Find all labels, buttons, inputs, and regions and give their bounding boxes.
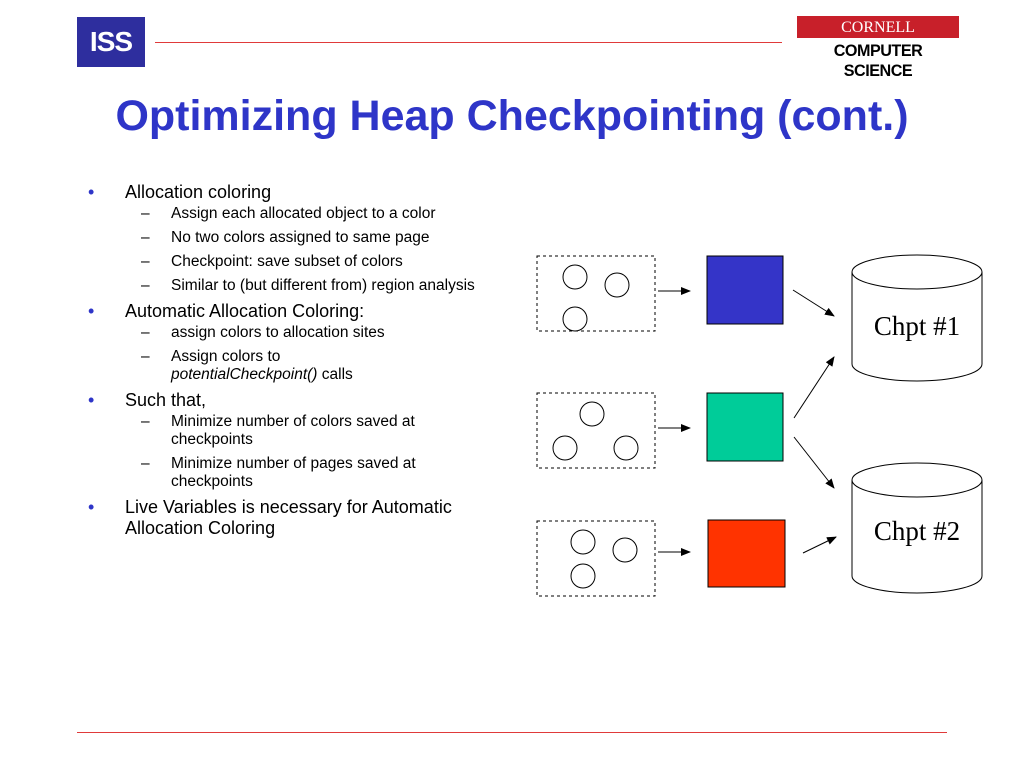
cornell-logo-line1: CORNELL UNIVERSITY [830,19,926,54]
sub-bullet-item: – assign colors to allocation sites [85,324,491,342]
object-circle [562,264,588,290]
arrow-page2-to-chpt1 [793,356,835,419]
arrow-page1-to-chpt1 [792,289,835,317]
slide-title: Optimizing Heap Checkpointing (cont.) [115,92,909,140]
dash-icon: – [141,253,150,270]
sub-bullet-text: Assign each allocated object to a color [171,205,436,222]
sub-bullet-text-italic: potentialCheckpoint() [171,366,318,383]
sub-bullet-text: assign colors to allocation sites [171,324,385,341]
dash-icon: – [141,324,150,341]
object-circle [579,401,605,427]
dash-icon: – [141,348,150,365]
header-rule [155,42,782,43]
heap-region-2 [536,392,656,469]
sub-bullet-item: – Similar to (but different from) region … [85,277,491,295]
sub-bullet-text: Minimize number of pages saved at checkp… [171,455,416,490]
arrow-page2-to-chpt2 [793,436,835,489]
cornell-logo-band [797,16,959,38]
sub-bullet-item: – Checkpoint: save subset of colors [85,253,491,271]
bullet-item: • Live Variables is necessary for Automat… [85,497,505,539]
bullet-text: Such that, [125,390,207,410]
cornell-cs-logo: CORNELL UNIVERSITY COMPUTER SCIENCE [797,16,959,80]
dash-icon: – [141,455,150,472]
cornell-logo-line2: COMPUTER SCIENCE [833,41,923,80]
sub-bullet-text: No two colors assigned to same page [171,229,430,246]
bullet-item: • Allocation coloring [85,182,505,203]
sub-bullet-item: – No two colors assigned to same page [85,229,491,247]
sub-bullet-item: – Minimize number of pages saved at check… [85,455,491,491]
dash-icon: – [141,229,150,246]
color-page-3 [707,519,786,588]
dash-icon: – [141,205,150,222]
sub-bullet-text-suffix: calls [317,366,353,383]
color-page-2 [706,392,784,462]
object-circle [570,563,596,589]
heap-region-1 [536,255,656,332]
dash-icon: – [141,277,150,294]
sub-bullet-item: – Minimize number of colors saved at chec… [85,413,491,449]
bullet-dot-icon: • [88,301,95,321]
object-circle [612,537,638,563]
object-circle [570,529,596,555]
bullet-text: Allocation coloring [125,182,272,202]
bullet-list: • Allocation coloring – Assign each alloca… [85,182,505,541]
object-circle [604,272,630,298]
object-circle [562,306,588,332]
dash-icon: – [141,413,150,430]
bullet-text: Automatic Allocation Coloring: [125,301,365,321]
bullet-item: • Automatic Allocation Coloring: [85,301,505,322]
iss-logo: ISS [77,17,145,67]
object-circle [552,435,578,461]
heap-region-3 [536,520,656,597]
sub-bullet-item: – Assign each allocated object to a color [85,205,491,223]
checkpoint-label-1: Chpt #1 [873,311,961,341]
color-page-1 [706,255,784,325]
checkpoint-label-2: Chpt #2 [873,516,961,546]
bullet-dot-icon: • [88,182,95,202]
object-circle [613,435,639,461]
sub-bullet-text-prefix: Assign colors to [171,348,281,365]
sub-bullet-text: Similar to (but different from) region a… [171,277,475,294]
sub-bullet-text: Checkpoint: save subset of colors [171,253,403,270]
bullet-text: Live Variables is necessary for Automati… [125,497,452,538]
bullet-dot-icon: • [88,390,95,410]
bullet-item: • Such that, [85,390,505,411]
arrow-page3-to-chpt2 [802,536,837,554]
footer-rule [77,732,947,733]
bullet-dot-icon: • [88,497,95,517]
sub-bullet-text: Minimize number of colors saved at check… [171,413,415,448]
